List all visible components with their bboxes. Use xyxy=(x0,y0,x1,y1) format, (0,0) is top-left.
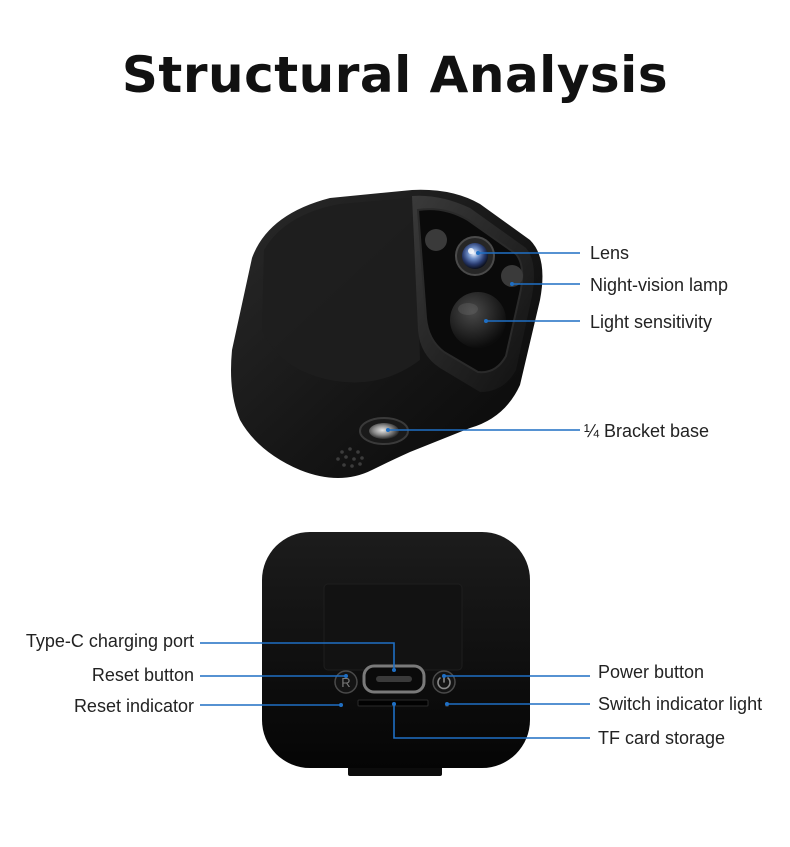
label-night-vision-lamp: Night-vision lamp xyxy=(590,275,728,295)
camera-rear-view: R xyxy=(262,532,530,776)
label-type-c-port: Type-C charging port xyxy=(26,631,194,651)
label-light-sensitivity: Light sensitivity xyxy=(590,312,712,332)
label-power-button: Power button xyxy=(598,662,704,682)
camera-angled-view xyxy=(231,189,543,478)
leader-type-c xyxy=(200,642,395,670)
label-reset-indicator: Reset indicator xyxy=(74,696,194,716)
label-bracket-base: ¼ Bracket base xyxy=(584,421,709,441)
label-lens: Lens xyxy=(590,243,629,263)
rear-panel-recess xyxy=(323,583,463,671)
leader-lines xyxy=(200,252,590,739)
light-sensor xyxy=(450,292,506,348)
camera-top-face xyxy=(262,198,420,383)
light-sensor-sheen xyxy=(458,303,478,315)
leader-tf-card xyxy=(393,704,590,739)
reset-button-glyph: R xyxy=(341,675,350,690)
label-switch-indicator: Switch indicator light xyxy=(598,694,762,714)
lens-highlight xyxy=(468,248,474,254)
lens-glass xyxy=(462,243,488,269)
leader-endpoints xyxy=(339,251,514,707)
type-c-port-tongue xyxy=(376,676,412,682)
page-title: Structural Analysis xyxy=(121,46,669,104)
label-reset-button: Reset button xyxy=(92,665,194,685)
night-vision-lamp-left xyxy=(425,229,447,251)
speaker-holes xyxy=(336,447,364,468)
label-tf-card: TF card storage xyxy=(598,728,725,748)
night-vision-lamp-right xyxy=(501,265,523,287)
bracket-mount-screw xyxy=(369,423,399,439)
